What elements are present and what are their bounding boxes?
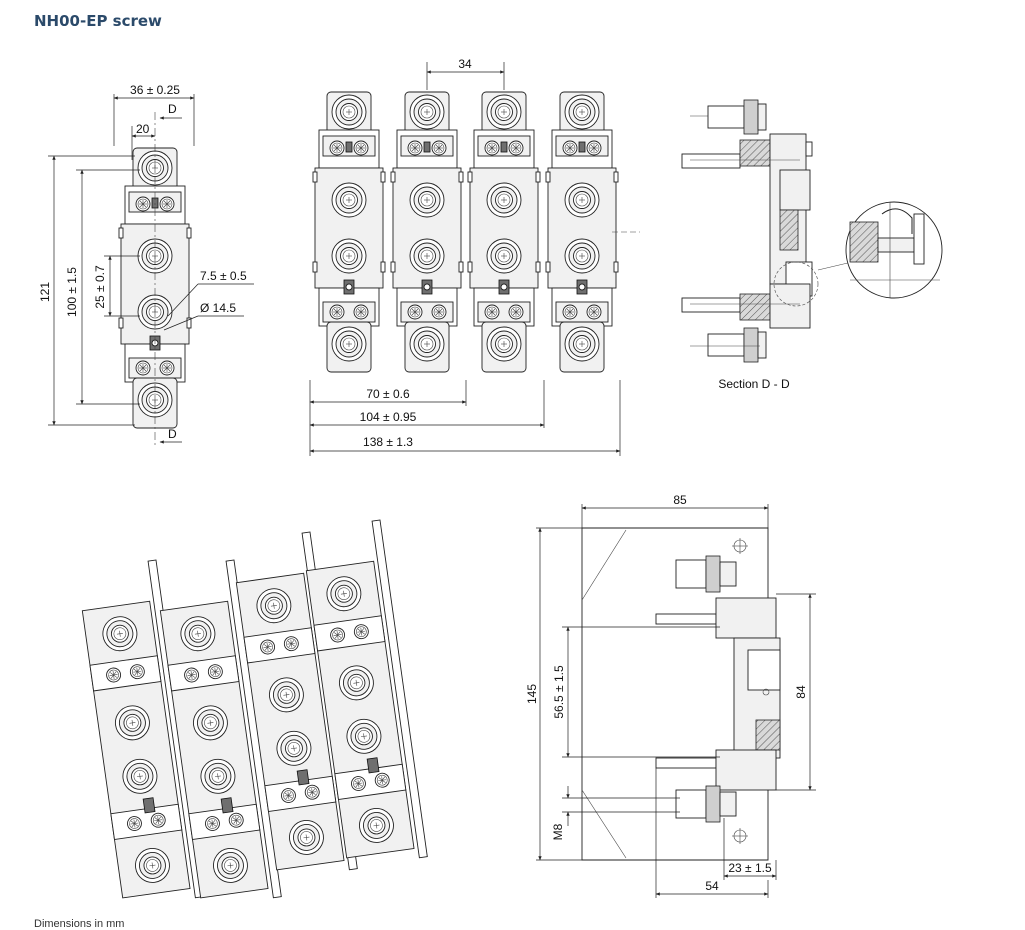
dim-dia-label: Ø 14.5 [200,301,236,315]
dim-height-mid-label: 100 ± 1.5 [65,267,79,317]
dim-bolt-label: 23 ± 1.5 [728,861,772,875]
section-marker-top: D [168,102,177,116]
dim-w2-label: 70 ± 0.6 [366,387,410,401]
dim-depth-label: 85 [673,493,687,507]
dim-w4-label: 138 ± 1.3 [363,435,413,449]
group-view: 34 70 ± 0.6 104 ± 0.95 138 ± 1.3 [309,57,640,456]
dim-w3-label: 104 ± 0.95 [360,410,417,424]
front-view: 36 ± 0.25 D 20 121 100 ± 1.5 25 ± 0.7 7.… [38,83,254,448]
dim-height-label: 145 [525,684,539,704]
section-view: Section D - D [681,99,943,391]
dim-thread-label: M8 [551,823,565,840]
footnote: Dimensions in mm [34,918,125,930]
page-title: NH00-EP screw [34,12,162,30]
dim-height-total-label: 121 [38,282,52,302]
dim-right-label: 84 [794,685,808,699]
dim-group-pitch-label: 34 [458,57,472,71]
dim-mount-label: 56.5 ± 1.5 [552,665,566,719]
dim-inner-label: 20 [136,122,150,136]
side-view: 85 145 56.5 ± 1.5 84 M8 23 ± 1.5 54 [525,493,816,898]
section-marker-bottom: D [168,427,177,441]
section-caption: Section D - D [718,377,790,391]
dim-base-label: 54 [705,879,719,893]
dim-width-label: 36 ± 0.25 [130,83,180,97]
dim-pitch-label: 25 ± 0.7 [93,265,107,309]
dim-hole-label: 7.5 ± 0.5 [200,269,247,283]
isometric-view [77,520,428,908]
